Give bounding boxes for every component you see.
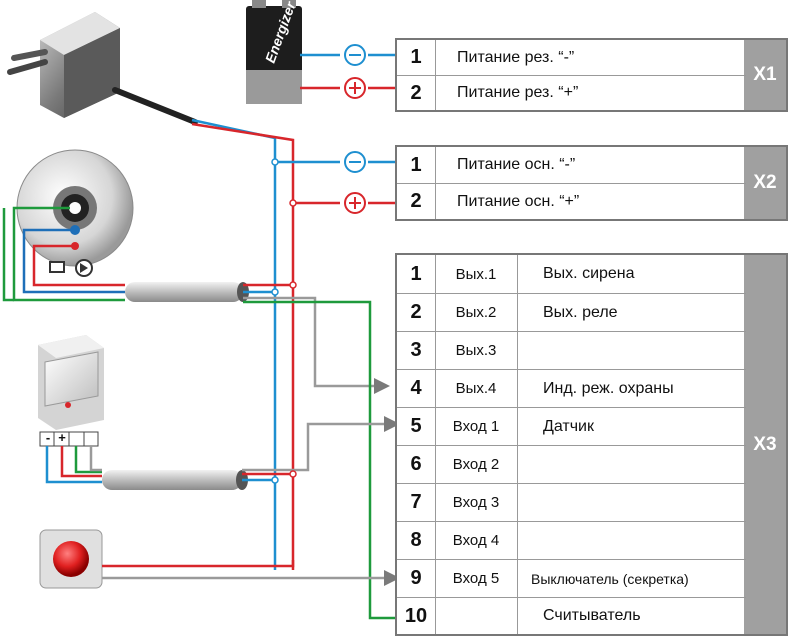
x3-row-number: 7 bbox=[397, 484, 436, 521]
x2-row: 2 Питание осн. “+” bbox=[397, 183, 746, 219]
secret-switch-button-icon bbox=[39, 529, 103, 589]
x3-row: 1 Вых.1 Вых. сирена bbox=[397, 255, 746, 293]
cable-sheaths bbox=[102, 282, 249, 490]
x3-row-number: 10 bbox=[397, 598, 436, 634]
x3-row-io bbox=[435, 598, 518, 634]
x3-row-number: 1 bbox=[397, 255, 436, 293]
x3-row-function: Вых. реле bbox=[543, 303, 618, 321]
plus-icon bbox=[344, 77, 366, 99]
x1-row-number: 1 bbox=[397, 40, 436, 75]
x3-row-number: 2 bbox=[397, 294, 436, 331]
x3-row: 7 Вход 3 bbox=[397, 483, 746, 521]
x3-row-io: Вход 3 bbox=[435, 484, 518, 521]
battery-icon: Energizer bbox=[246, 0, 302, 104]
x3-row: 10 Считыватель bbox=[397, 597, 746, 634]
x1-row-number: 2 bbox=[397, 76, 436, 110]
x3-row-number: 5 bbox=[397, 408, 436, 445]
x2-label: X2 bbox=[744, 147, 786, 219]
plus-icon bbox=[344, 192, 366, 214]
wires bbox=[2, 53, 395, 620]
terminal-block-x3: X3 1 Вых.1 Вых. сирена 2 Вых.2 Вых. реле… bbox=[395, 253, 788, 636]
x2-row-label: Питание осн. “+” bbox=[457, 192, 580, 210]
x3-row-function: Датчик bbox=[543, 417, 594, 435]
terminal-block-x2: X2 1 Питание осн. “-” 2 Питание осн. “+” bbox=[395, 145, 788, 221]
x3-row-io: Вых.4 bbox=[435, 370, 518, 407]
x3-row-function: Считыватель bbox=[543, 607, 641, 624]
minus-icon bbox=[344, 151, 366, 173]
x3-row: 8 Вход 4 bbox=[397, 521, 746, 559]
terminal-block-x1: X1 1 Питание рез. “-” 2 Питание рез. “+” bbox=[395, 38, 788, 112]
minus-icon bbox=[344, 44, 366, 66]
motion-sensor-icon bbox=[38, 335, 104, 447]
x3-row-number: 9 bbox=[397, 560, 436, 597]
sensor-terminal-plus: + bbox=[58, 430, 66, 445]
x3-row-io: Вход 4 bbox=[435, 522, 518, 559]
x2-row-number: 2 bbox=[397, 184, 436, 219]
x1-label: X1 bbox=[744, 40, 786, 110]
x2-row-label: Питание осн. “-” bbox=[457, 156, 576, 173]
x3-row-io: Вых.1 bbox=[435, 255, 518, 293]
x3-row-number: 4 bbox=[397, 370, 436, 407]
x3-row: 2 Вых.2 Вых. реле bbox=[397, 293, 746, 331]
x3-row-function: Вых. сирена bbox=[543, 265, 635, 282]
x2-row-number: 1 bbox=[397, 147, 436, 183]
x1-row-label: Питание рез. “-” bbox=[457, 48, 575, 66]
x3-row-number: 8 bbox=[397, 522, 436, 559]
x3-row-io: Вход 5 bbox=[435, 560, 518, 597]
x3-row-number: 3 bbox=[397, 332, 436, 369]
x3-row: 3 Вых.3 bbox=[397, 331, 746, 369]
x2-row: 1 Питание осн. “-” bbox=[397, 147, 746, 183]
sensor-terminal-minus: - bbox=[45, 430, 51, 445]
x3-label: X3 bbox=[744, 255, 786, 634]
x3-row-function: Выключатель (секретка) bbox=[531, 570, 689, 587]
x3-row-io: Вход 1 bbox=[435, 408, 518, 445]
x1-row-label: Питание рез. “+” bbox=[457, 84, 579, 101]
x3-row: 4 Вых.4 Инд. реж. охраны bbox=[397, 369, 746, 407]
x3-row: 5 Вход 1 Датчик bbox=[397, 407, 746, 445]
power-adapter-icon bbox=[7, 12, 198, 125]
junction-dots bbox=[271, 158, 297, 484]
x3-row: 6 Вход 2 bbox=[397, 445, 746, 483]
x1-row: 1 Питание рез. “-” bbox=[397, 40, 746, 75]
x1-row: 2 Питание рез. “+” bbox=[397, 75, 746, 110]
x3-row-io: Вых.3 bbox=[435, 332, 518, 369]
x3-row-io: Вых.2 bbox=[435, 294, 518, 331]
x3-row-function: Инд. реж. охраны bbox=[543, 379, 674, 397]
x3-row-io: Вход 2 bbox=[435, 446, 518, 483]
x3-row-number: 6 bbox=[397, 446, 436, 483]
x3-row: 9 Вход 5 Выключатель (секретка) bbox=[397, 559, 746, 597]
